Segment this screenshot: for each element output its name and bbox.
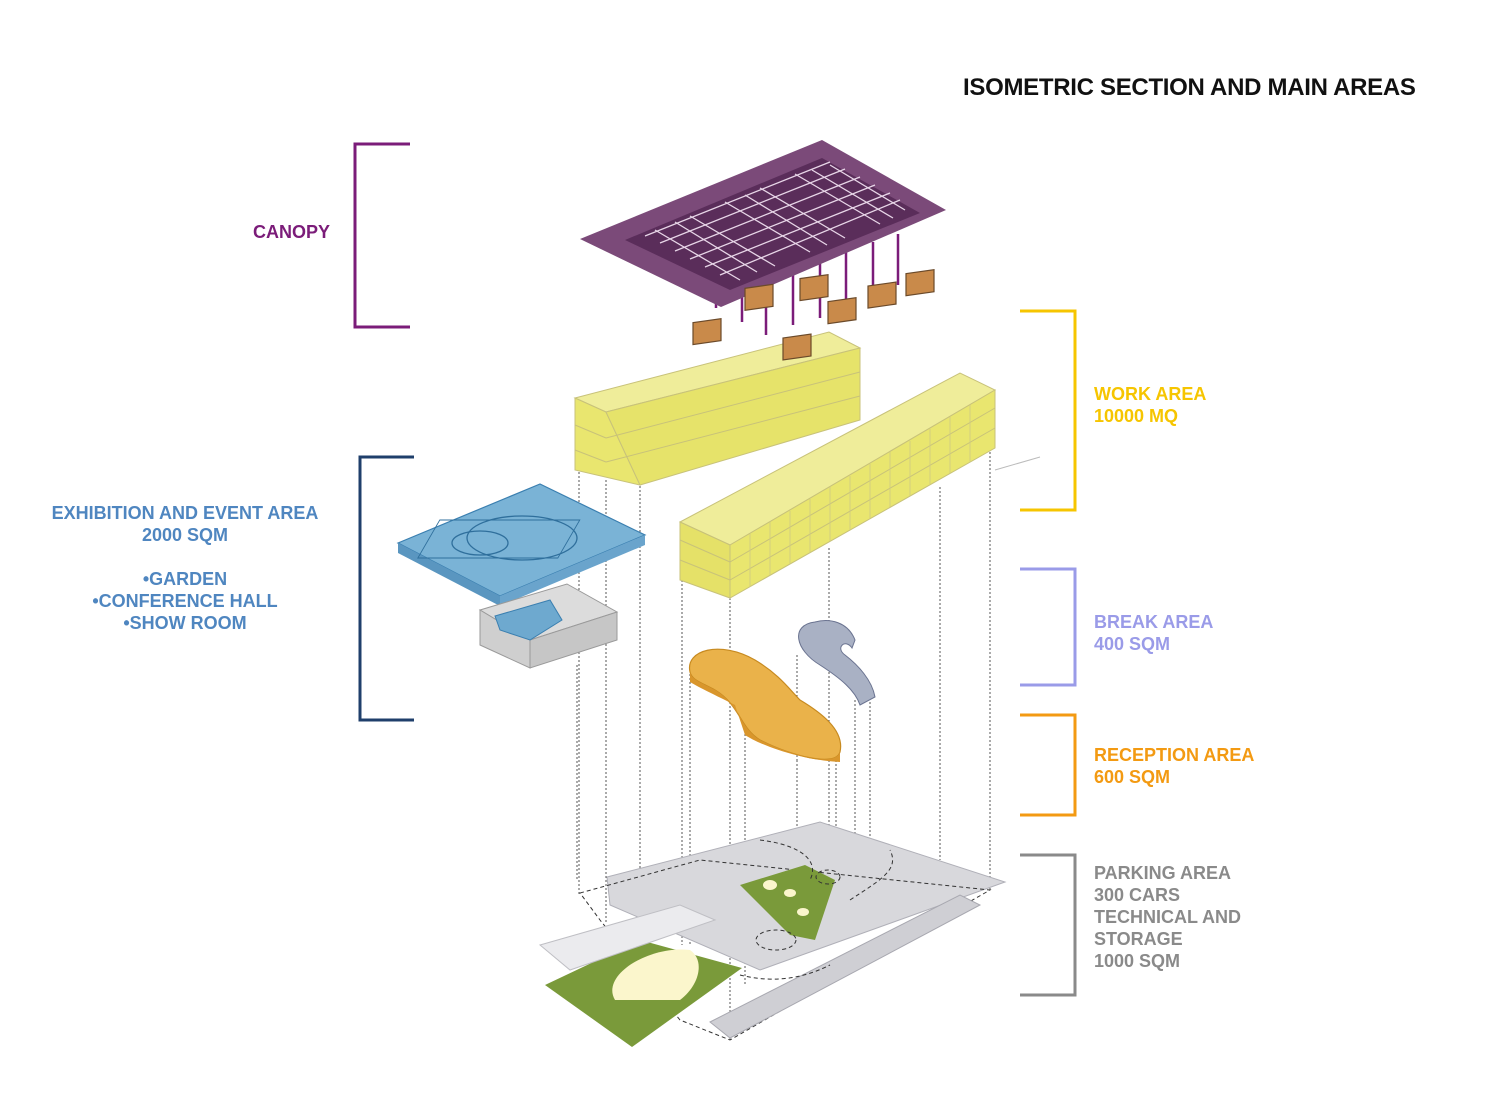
parking-bracket <box>1020 853 1077 997</box>
parking-ground-level <box>538 821 1007 1047</box>
parking-area-label-line-3: TECHNICAL AND <box>1094 907 1241 927</box>
exhibition-area-label: EXHIBITION AND EVENT AREA 2000 SQM •GARD… <box>50 502 320 634</box>
canopy-bracket <box>353 142 410 329</box>
parking-area-label-line-4: STORAGE <box>1094 929 1183 949</box>
canopy-roof <box>580 140 946 335</box>
exhibition-label-line-1: EXHIBITION AND EVENT AREA <box>51 503 319 523</box>
work-area-label-line-2: 10000 MQ <box>1094 406 1179 426</box>
reception-bracket <box>1020 713 1077 817</box>
parking-area-label-line-2: 300 CARS <box>1094 885 1181 905</box>
exhibition-label-line-5: •CONFERENCE HALL <box>92 591 278 611</box>
exhibition-label-line-4: •GARDEN <box>142 569 228 589</box>
reception-area-label-line-1: RECEPTION AREA <box>1094 745 1255 765</box>
work-area-front-block <box>678 372 1041 599</box>
exhibition-slab <box>396 483 647 606</box>
parking-area-label-line-5: 1000 SQM <box>1094 951 1181 971</box>
work-area-label: WORK AREA 10000 MQ <box>1094 383 1206 427</box>
exhibition-label-line-6: •SHOW ROOM <box>123 613 247 633</box>
break-area-label: BREAK AREA 400 SQM <box>1094 611 1213 655</box>
canopy-label-line-1: CANOPY <box>253 222 331 242</box>
exhibition-bracket <box>358 455 414 722</box>
work-area-label-line-1: WORK AREA <box>1094 384 1207 404</box>
exhibition-label-line-3 <box>50 546 320 568</box>
reception-area-shape <box>689 648 842 762</box>
reception-area-label-line-2: 600 SQM <box>1094 767 1171 787</box>
work-bracket <box>1020 309 1077 512</box>
break-area-label-line-1: BREAK AREA <box>1094 612 1214 632</box>
exhibition-hall-box <box>478 583 619 669</box>
break-bracket <box>1020 567 1077 687</box>
break-pods <box>692 269 935 361</box>
canopy-label: CANOPY <box>253 221 330 243</box>
diagram-title: ISOMETRIC SECTION AND MAIN AREAS <box>963 74 1416 101</box>
break-area-label-line-2: 400 SQM <box>1094 634 1171 654</box>
exhibition-label-line-2: 2000 SQM <box>141 525 229 545</box>
reception-area-label: RECEPTION AREA 600 SQM <box>1094 744 1254 788</box>
parking-area-label: PARKING AREA 300 CARS TECHNICAL AND STOR… <box>1094 862 1241 972</box>
break-area-shape <box>798 620 876 706</box>
parking-area-label-line-1: PARKING AREA <box>1094 863 1232 883</box>
